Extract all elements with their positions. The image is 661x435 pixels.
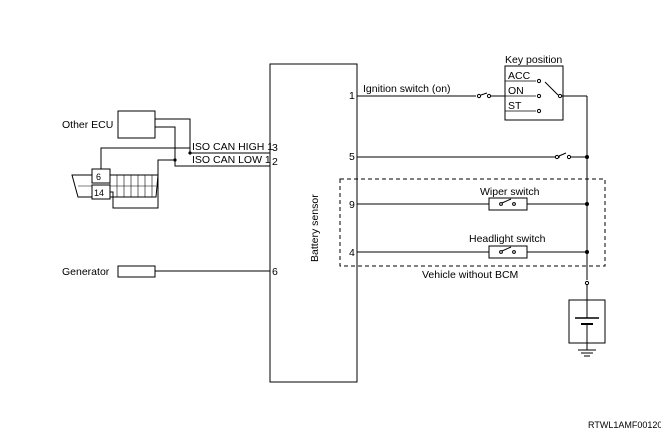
other-ecu-box [117,110,156,139]
junction-dot [188,151,192,155]
diagnostic-connector [71,174,159,198]
other-ecu-label: Other ECU [62,119,113,131]
sensor-pin-3-label: 3 [272,142,278,154]
headlight-switch-label: Headlight switch [469,233,546,245]
connector-pin-6-label: 6 [96,172,101,182]
iso-can-low-label: ISO CAN LOW 1 [192,154,271,166]
sensor-pin-2-label: 2 [272,156,278,168]
key-st-label: ST [508,100,522,112]
sensor-pin-4-label: 4 [349,247,355,259]
vehicle-without-bcm-label: Vehicle without BCM [422,269,518,281]
connector-can-high-wire [100,147,191,169]
junction-dot [585,155,589,159]
iso-can-high-label: ISO CAN HIGH 1 [192,141,273,153]
connector-can-low-wire [110,159,175,209]
sensor-pin-1-label: 1 [349,90,355,102]
wiper-switch-box [488,197,528,211]
ignition-switch-label: Ignition switch (on) [363,83,451,95]
key-switch-blade [544,81,559,96]
generator-label: Generator [62,266,110,278]
battery-sensor-box [269,63,358,383]
connector-pin-14-label: 14 [94,188,104,198]
sensor-pin-9-label: 9 [349,199,355,211]
headlight-switch-box [488,245,528,259]
key-acc-label: ACC [508,70,531,82]
vehicle-without-bcm-region [339,178,606,267]
battery-sensor-label: Battery sensor [309,194,321,262]
wiper-switch-label: Wiper switch [480,186,540,198]
junction-dot [585,250,589,254]
generator-box [117,265,156,278]
ecu-can-low-wire [155,126,270,167]
ecu-can-high-wire [155,118,270,154]
ignition-switch-blade [480,92,488,96]
junction-dot [173,158,177,162]
sensor-pin-6-label: 6 [272,266,278,278]
key-position-box [504,65,564,121]
key-position-label: Key position [505,54,562,66]
junction-dot [585,202,589,206]
sensor-pin-5-label: 5 [349,151,355,163]
key-on-label: ON [508,85,524,97]
figure-code-label: RTWL1AMF001201 [588,420,661,430]
